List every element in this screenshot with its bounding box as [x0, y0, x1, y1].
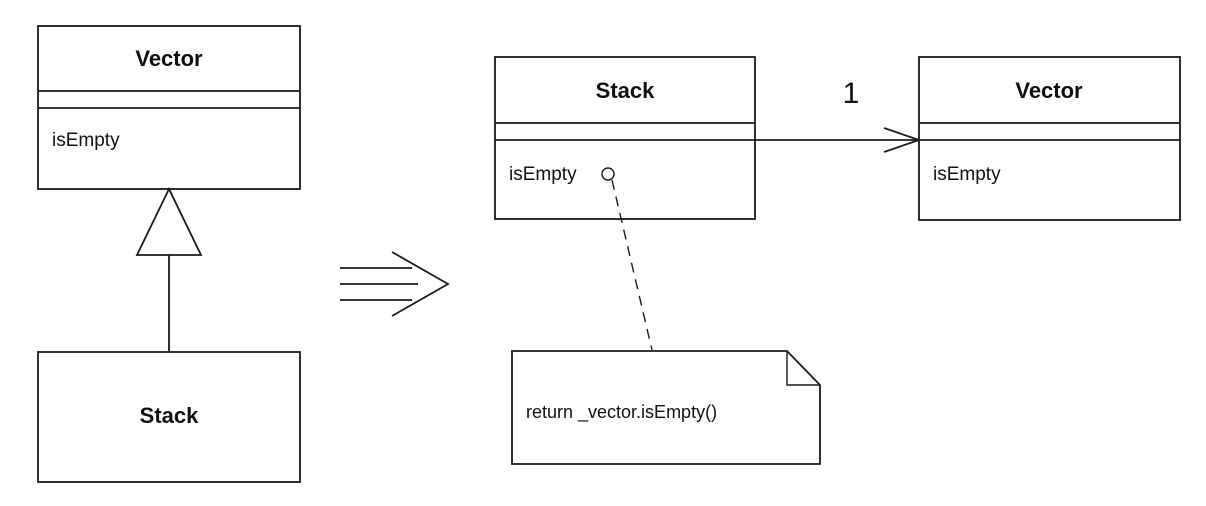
anchor-circle-icon [601, 167, 615, 181]
association-multiplicity: 1 [843, 77, 860, 110]
association-line: 1 [755, 77, 922, 153]
note-anchor [601, 167, 653, 351]
vector-method-isempty-left: isEmpty [52, 130, 120, 151]
stack-class-name-right: Stack [596, 78, 655, 103]
vector-method-isempty-right: isEmpty [933, 164, 1001, 185]
vector-class-box-right: Vector isEmpty [918, 56, 1181, 221]
inheritance-arrow [135, 186, 203, 352]
stack-class-box-left: Stack [37, 351, 301, 483]
stack-method-isempty-right: isEmpty [509, 164, 577, 185]
vector-class-box-left: Vector isEmpty [37, 25, 301, 190]
note-text: return _vector.isEmpty() [526, 402, 717, 423]
stack-class-box-right: Stack isEmpty [494, 56, 756, 220]
vector-class-name-left: Vector [135, 46, 203, 71]
stack-class-name-left: Stack [140, 403, 199, 428]
uml-note: return _vector.isEmpty() [511, 350, 821, 465]
generalization-triangle-icon [135, 186, 203, 256]
note-folded-corner-icon [786, 351, 820, 386]
transform-arrow-icon [340, 251, 450, 317]
vector-class-name-right: Vector [1015, 78, 1083, 103]
note-dashed-connector [611, 179, 653, 351]
